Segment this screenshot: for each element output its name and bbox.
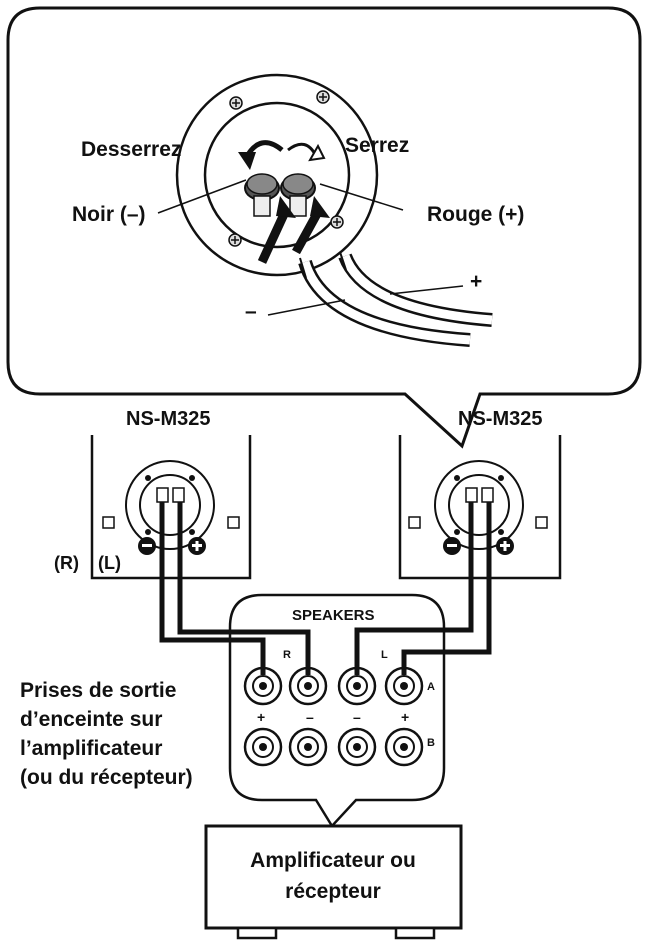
right-speaker [398,435,562,580]
loosen-label: Desserrez [81,138,181,161]
jack-icon [337,727,377,767]
jack-icon [288,727,328,767]
channel-r: R [283,649,291,661]
jack-icon [337,666,377,706]
plus-terminal-icon [188,537,206,555]
tighten-label: Serrez [345,134,409,157]
row-b: B [427,737,435,749]
label-l: (L) [98,553,121,573]
right-speaker-model: NS-M325 [458,408,542,430]
insert-arrow-red [292,209,322,255]
row-a: A [427,681,435,693]
amplifier-line2: récepteur [285,880,381,903]
jack-icon [243,727,283,767]
label-r: (R) [54,553,79,573]
loosen-arrowhead [238,152,256,170]
amplifier-line1: Amplificateur ou [250,849,416,872]
black-label: Noir (–) [72,203,146,226]
jack-icon [243,666,283,706]
tighten-arrowhead [308,143,326,162]
minus-label: – [245,300,257,323]
speaker-wires [159,502,492,675]
jacks-label-line2: d’enceinte sur [20,708,162,731]
jack-icon [384,666,424,706]
left-speaker-model: NS-M325 [126,408,210,430]
jacks-label-line3: l’amplificateur [20,737,162,760]
minus-terminal-icon [138,537,156,555]
screw-icon [229,96,243,110]
binding-post-black [244,173,280,217]
jacks-label-line1: Prises de sortie [20,679,176,702]
jack-icon [384,727,424,767]
binding-post-red [280,173,316,217]
red-label: Rouge (+) [427,203,524,226]
panel-title: SPEAKERS [292,607,375,624]
polarity-minus-1: – [306,709,314,725]
speakers-panel [228,593,446,829]
leader-lines [157,179,464,316]
jacks-label-line4: (ou du récepteur) [20,766,193,789]
cable-pair-callout [298,251,493,347]
terminal-plate-large [175,73,379,277]
polarity-plus-1: + [257,709,265,725]
screw-icon [228,233,242,247]
screw-icon [316,90,330,104]
insert-arrow-black [257,210,290,264]
channel-l: L [381,649,388,661]
minus-terminal-icon [443,537,461,555]
jack-grid [243,666,424,767]
plus-label: + [470,270,482,293]
left-speaker [90,435,252,580]
plus-terminal-icon [496,537,514,555]
screw-icon [330,215,344,229]
amplifier-box [204,824,463,940]
polarity-plus-2: + [401,709,409,725]
polarity-minus-2: – [353,709,361,725]
